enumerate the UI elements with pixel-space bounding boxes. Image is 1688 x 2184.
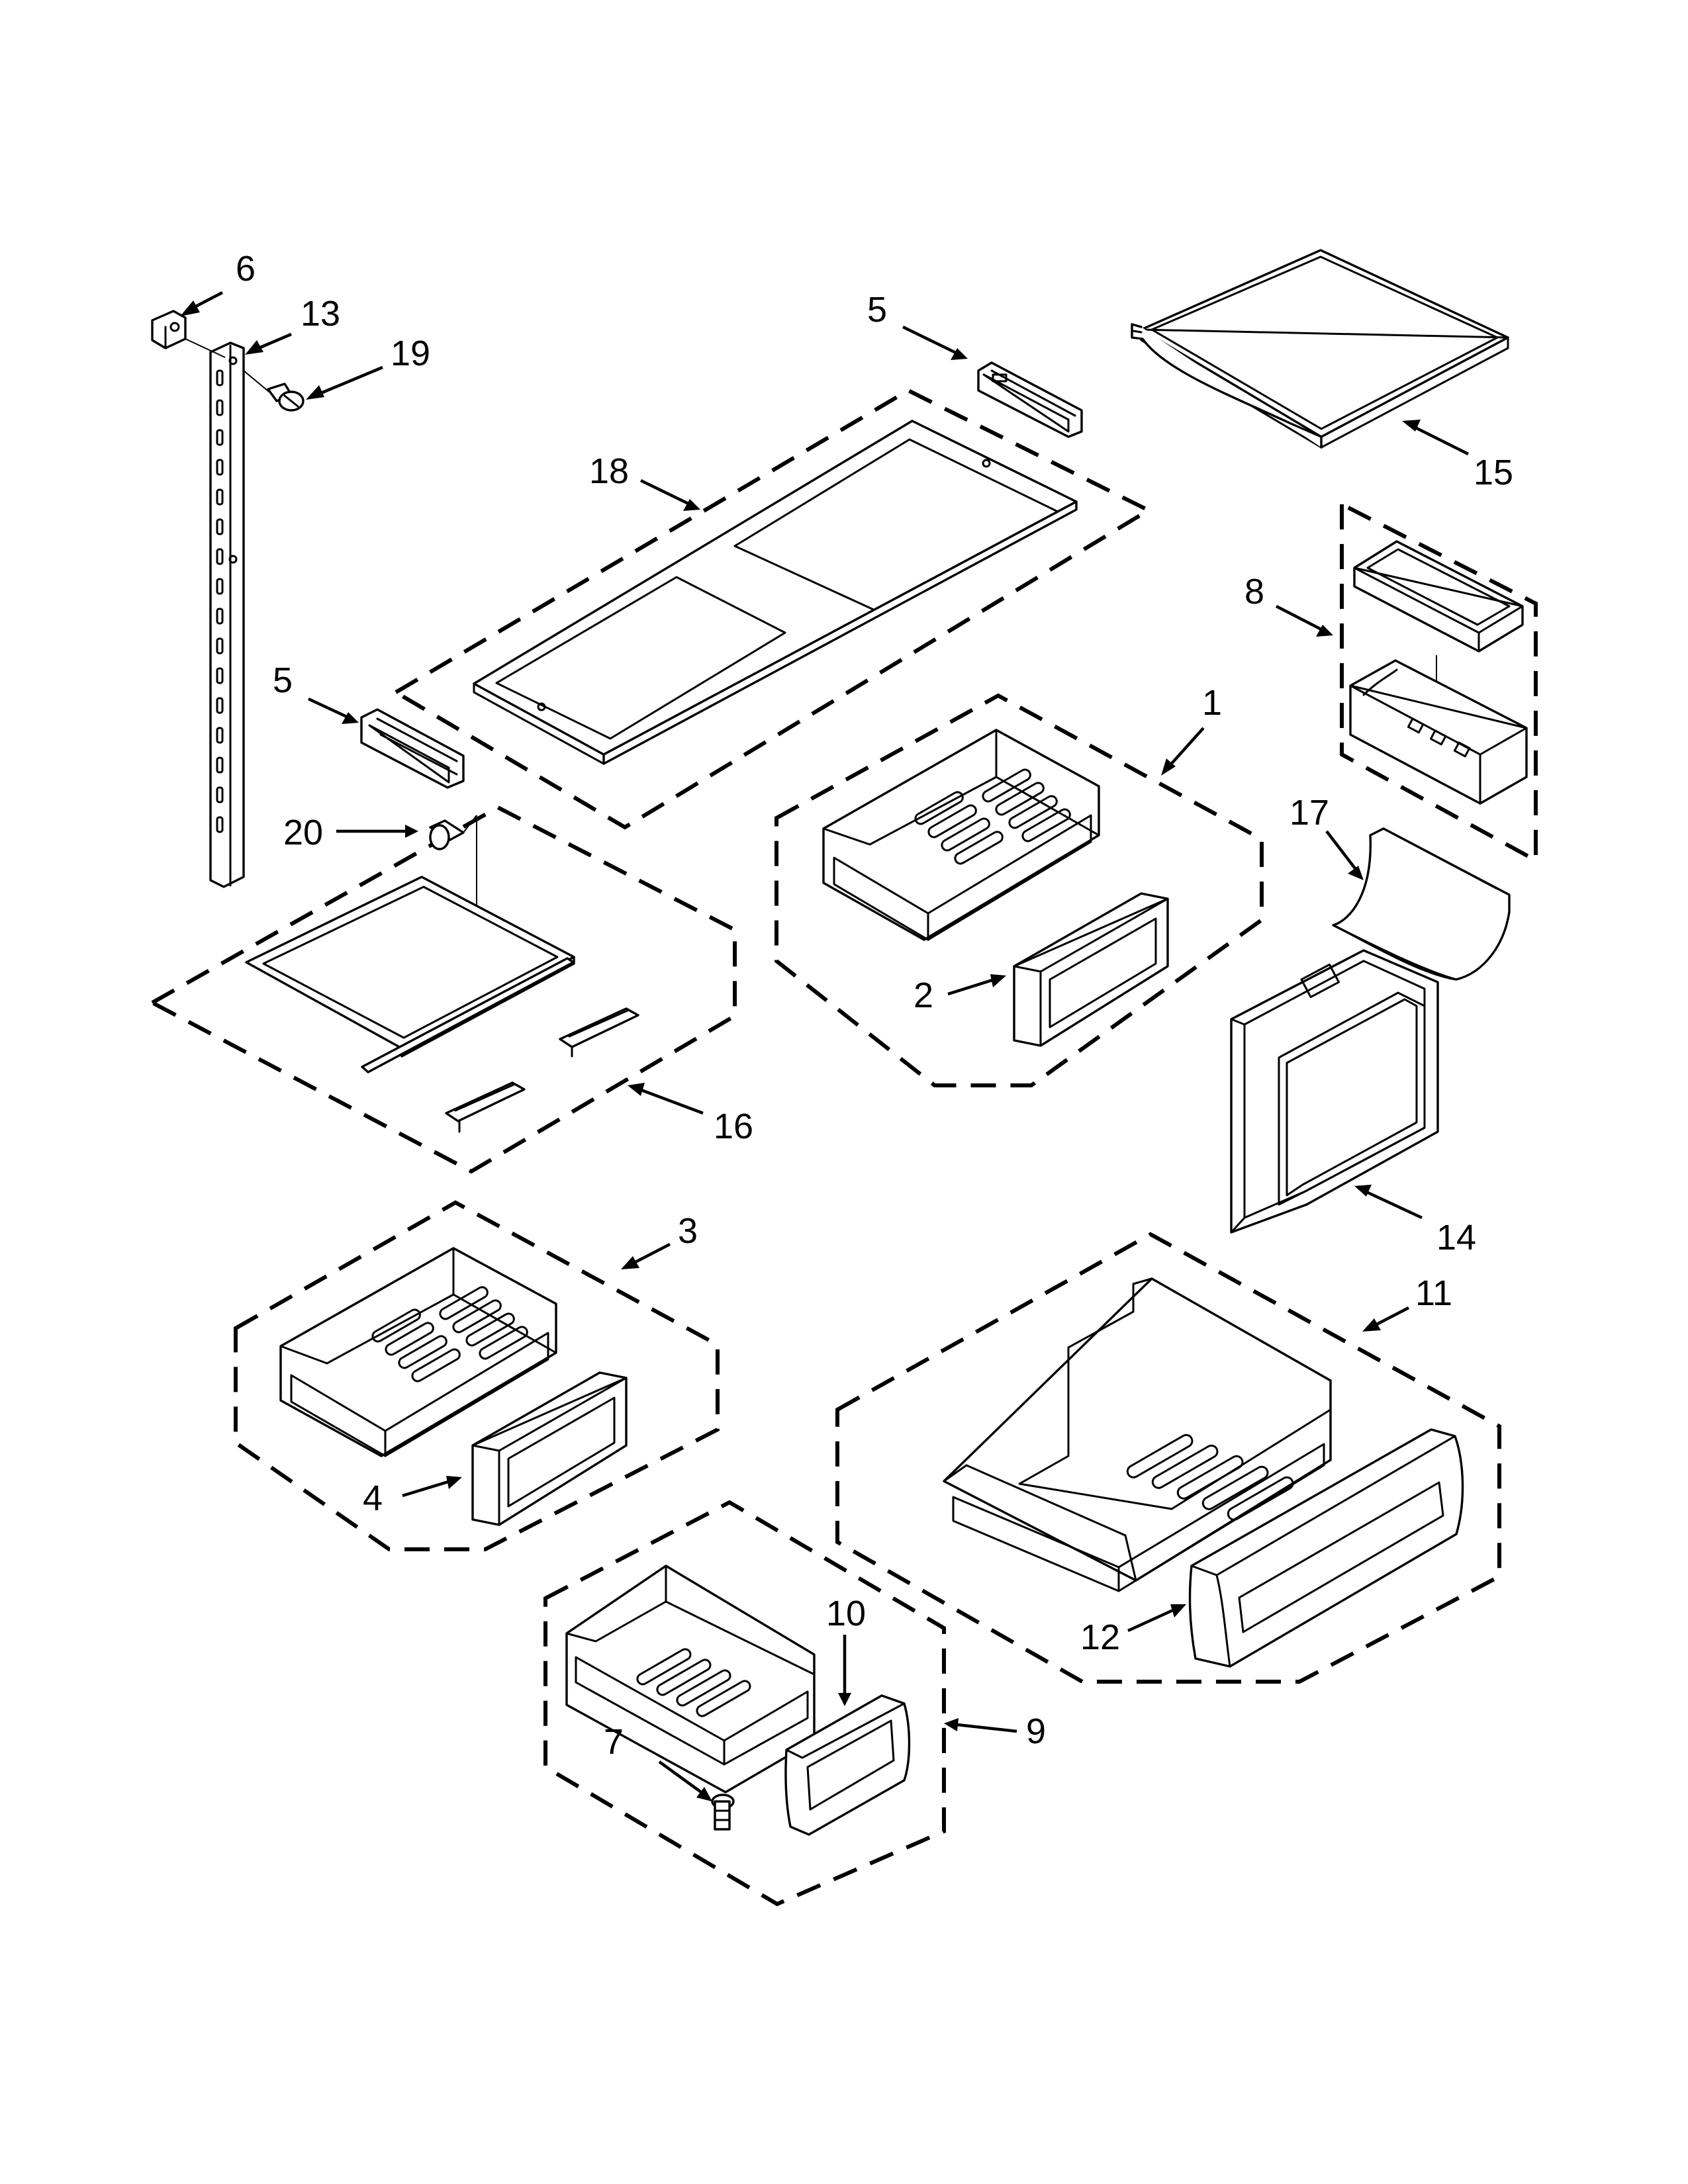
screw-19 xyxy=(243,370,305,412)
shelf-rail-13 xyxy=(209,341,245,888)
callout-12: 12 xyxy=(1080,1617,1120,1657)
clip-6 xyxy=(151,310,226,358)
outline-shelf-18 xyxy=(392,388,1153,830)
container-8 xyxy=(1349,540,1528,805)
drawer-11-ribs xyxy=(1126,1433,1294,1521)
rail-slots xyxy=(216,356,238,833)
divider-17 xyxy=(1332,827,1511,981)
callout-7: 7 xyxy=(604,1722,624,1762)
callout-19: 19 xyxy=(391,334,430,373)
outline-container-8 xyxy=(1340,501,1538,864)
drawer-front-12 xyxy=(1188,1428,1464,1668)
shelf-18 xyxy=(473,420,1078,765)
pantry-frame-14 xyxy=(1230,949,1439,1234)
callout-13: 13 xyxy=(301,294,340,334)
callout-10: 10 xyxy=(826,1594,866,1633)
crisper-1 xyxy=(822,729,1100,941)
callout-11: 11 xyxy=(1415,1273,1452,1313)
drawer-front-10 xyxy=(784,1694,911,1836)
leader-arrows xyxy=(180,291,1470,1801)
callout-14: 14 xyxy=(1436,1218,1476,1257)
drawer-9-ribs xyxy=(636,1648,751,1717)
callout-18: 18 xyxy=(589,451,629,491)
callout-6: 6 xyxy=(236,249,256,289)
callout-17: 17 xyxy=(1289,793,1329,833)
crisper-cover-2 xyxy=(1013,892,1169,1047)
callout-9: 9 xyxy=(1026,1711,1046,1751)
crisper-3-ribs xyxy=(371,1286,528,1383)
drawer-9 xyxy=(565,1565,816,1794)
callout-labels: 6 13 19 5 15 18 8 5 1 17 20 2 16 14 3 11… xyxy=(236,249,1513,1762)
shelf-support-5-lower xyxy=(360,708,465,789)
callout-15: 15 xyxy=(1474,453,1513,492)
callout-8: 8 xyxy=(1244,572,1264,612)
callout-2: 2 xyxy=(914,976,933,1015)
callout-16: 16 xyxy=(714,1107,753,1146)
outline-crisper-1 xyxy=(774,693,1264,1087)
crisper-cover-4 xyxy=(471,1371,628,1526)
crisper-1-ribs xyxy=(914,768,1071,865)
callout-5-lower: 5 xyxy=(273,660,293,700)
crisper-3 xyxy=(279,1247,557,1457)
callout-1: 1 xyxy=(1202,683,1222,723)
screw-7 xyxy=(711,1794,735,1831)
outline-drawer-9 xyxy=(543,1500,946,1907)
screw-20 xyxy=(429,815,477,910)
callout-20: 20 xyxy=(283,813,323,852)
outline-crisper-3 xyxy=(234,1200,720,1551)
callout-5-upper: 5 xyxy=(867,290,887,330)
shelf-16 xyxy=(245,876,639,1133)
callout-3: 3 xyxy=(678,1211,698,1251)
shelf-support-5-upper xyxy=(977,361,1083,438)
shelf-15 xyxy=(1131,249,1509,449)
drawer-11 xyxy=(943,1277,1332,1592)
callout-4: 4 xyxy=(363,1479,383,1518)
